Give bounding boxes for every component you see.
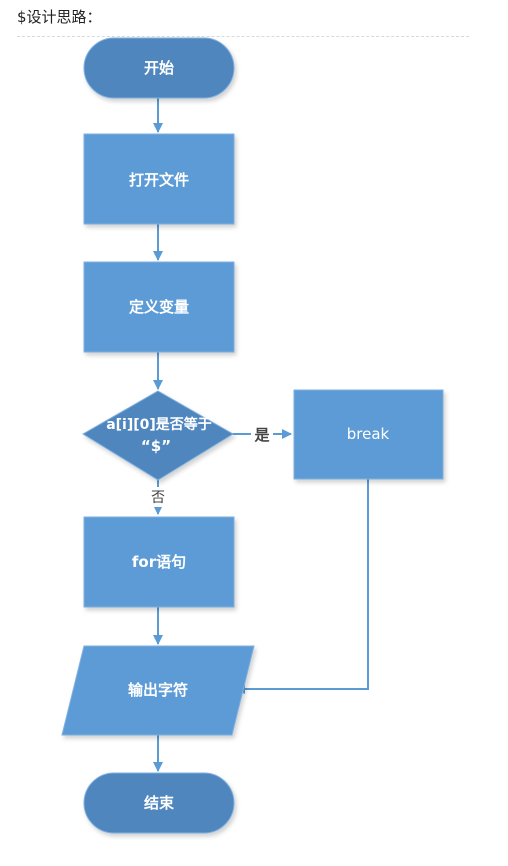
open-file-label: 打开文件 [129,171,189,189]
define-vars-node: 定义变量 [83,261,235,353]
decision-node: a[i][0]是否等于 “$” [82,390,234,481]
heading-divider [17,36,469,37]
page-heading: $设计思路： [17,8,102,26]
arrow-break-to-output [235,479,369,694]
end-node: 结束 [83,772,235,834]
open-file-node: 打开文件 [83,133,235,225]
define-vars-label: 定义变量 [129,298,189,316]
break-label: break [347,425,390,443]
no-label-bg [147,487,169,507]
for-label: for语句 [132,553,186,571]
for-node: for语句 [83,516,235,608]
start-node: 开始 [83,37,235,99]
output-node: 输出字符 [61,645,255,736]
decision-label-line2: “$” [141,437,171,455]
end-label: 结束 [144,794,175,812]
start-label: 开始 [144,59,174,77]
yes-label: 是 [253,426,270,444]
break-node: break [293,389,444,480]
yes-label-bg [251,424,273,444]
decision-label-line1: a[i][0]是否等于 [106,416,212,433]
output-label: 输出字符 [128,681,188,699]
no-label: 否 [151,490,165,506]
